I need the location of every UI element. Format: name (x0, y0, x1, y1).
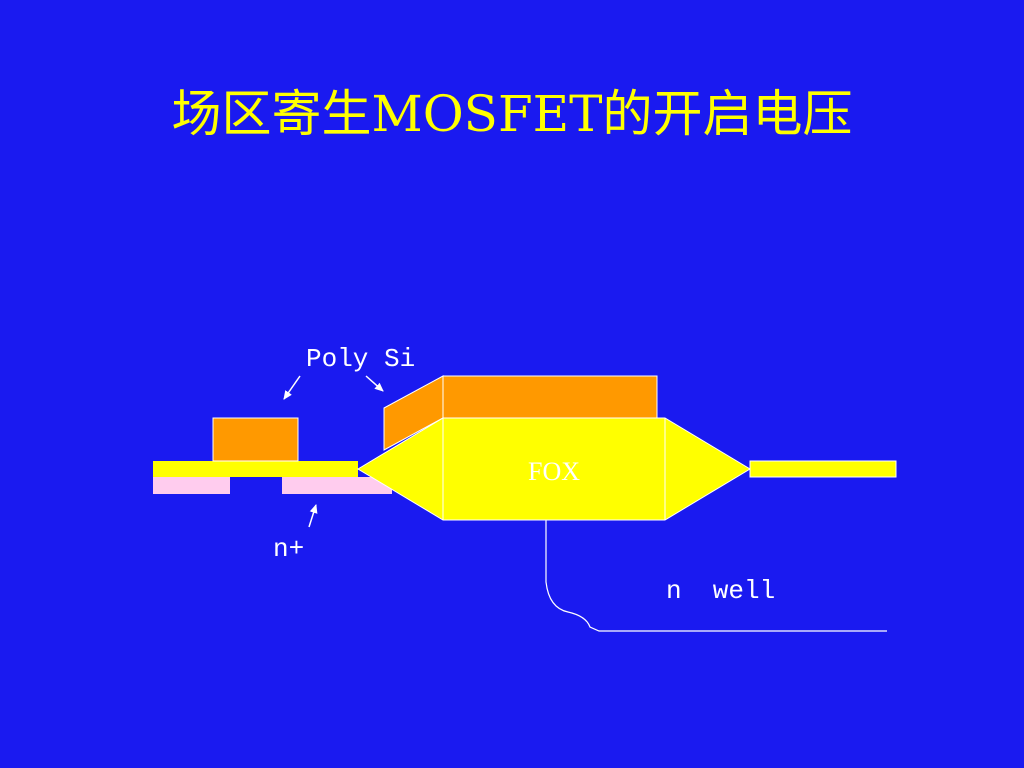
gate-oxide-right (749, 460, 897, 478)
slide-title: 场区寄生MOSFET的开启电压 (171, 85, 853, 143)
fox-label: FOX (528, 457, 580, 486)
poly-on-fox (442, 375, 658, 419)
poly-si-label: Poly Si (306, 344, 415, 374)
n-plus-label: n+ (273, 534, 304, 564)
n-plus-arrow (308, 504, 318, 528)
n-well-boundary (545, 520, 887, 632)
n-well-label: n well (666, 576, 775, 606)
poly-si-arrow-left (283, 375, 301, 400)
poly-gate-left (212, 417, 299, 462)
gate-oxide-left (153, 461, 358, 477)
n-plus-region-middle (282, 477, 392, 494)
poly-si-arrow-right (365, 375, 384, 392)
n-plus-region-left (153, 477, 230, 494)
